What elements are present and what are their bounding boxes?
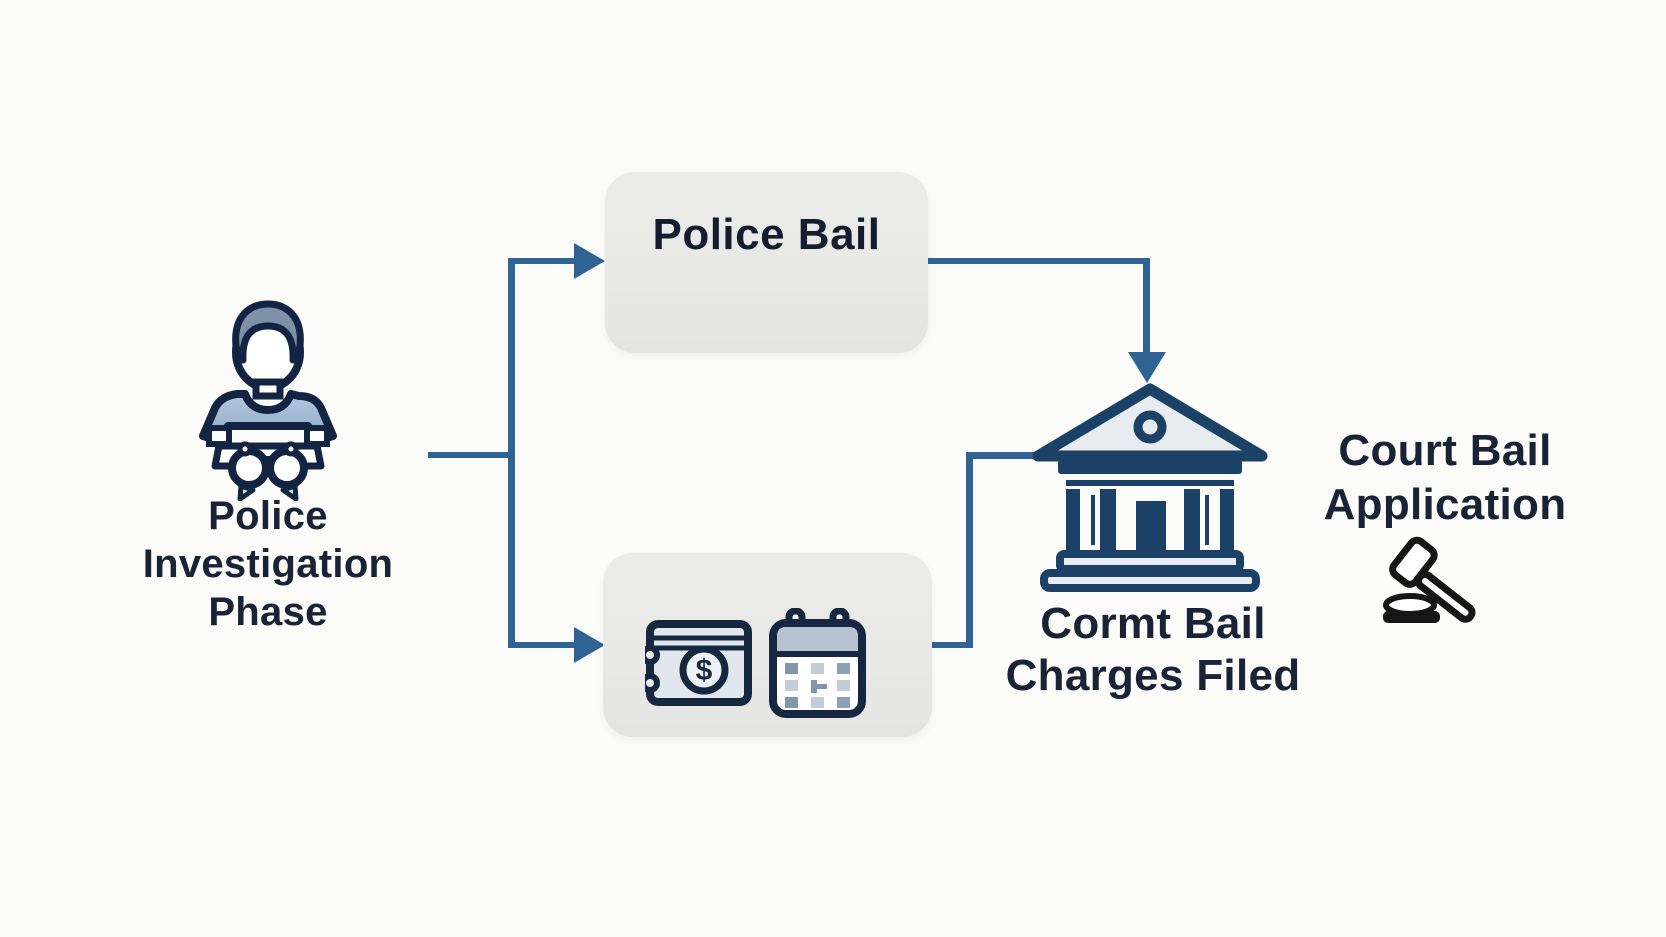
handcuff-left-ring (228, 447, 270, 489)
courthouse-flute-left (1091, 495, 1095, 545)
gavel-base (1383, 611, 1440, 623)
gavel-head (1389, 536, 1438, 588)
court-application-label: Court Bail Application (1295, 424, 1595, 532)
person-right-thumb (283, 441, 299, 457)
person-left-thumb (237, 441, 253, 457)
banknote-icon: $ (645, 620, 752, 706)
calendar-icon (769, 608, 866, 718)
person-neck (252, 378, 284, 400)
arrowhead-into-courthouse (1128, 352, 1166, 383)
courthouse-column (1100, 489, 1116, 551)
investigation-label-line1: Police (208, 494, 328, 538)
police-bail-label: Police Bail (652, 210, 881, 259)
banknote-notch-top (645, 645, 660, 665)
arrowhead-into-bail-terms (574, 627, 605, 663)
arrested-person-icon (199, 300, 337, 501)
connector-bail-terms-into-courthouse (966, 452, 1036, 459)
gavel-icon (1383, 536, 1476, 623)
connector-police-bail-down (1143, 258, 1150, 354)
calendar-cell (837, 697, 850, 708)
charges-filed-label: Cormt Bail Charges Filed (1003, 598, 1303, 702)
connector-police-bail-exit (928, 258, 1150, 264)
dollar-sign: $ (696, 654, 713, 687)
charges-label-line2: Charges Filed (1005, 651, 1301, 700)
courthouse-icon (1032, 383, 1268, 592)
courthouse-column (1184, 489, 1200, 551)
courthouse-pediment-window (1133, 410, 1167, 444)
connector-bail-terms-exit (932, 642, 970, 648)
calendar-header (777, 627, 858, 652)
courthouse-entablature (1058, 460, 1242, 474)
handcuff-key-left (237, 483, 256, 501)
calendar-cell-marker (811, 680, 827, 693)
application-label-line1: Court Bail (1338, 426, 1552, 475)
handcuff-right-ring (266, 447, 308, 489)
handcuff-key-right (280, 483, 299, 501)
arrowhead-into-police-bail (574, 243, 605, 279)
courthouse-architrave (1066, 480, 1234, 486)
calendar-cell (785, 680, 798, 691)
courthouse-door (1136, 501, 1166, 551)
calendar-cell (785, 697, 798, 708)
calendar-cell (811, 663, 824, 674)
connector-bottom-branch (508, 642, 576, 648)
connector-branch-vertical (508, 258, 515, 648)
application-label-line2: Application (1323, 480, 1567, 529)
bail-terms-node: $ (603, 553, 932, 737)
investigation-phase-label: Police Investigation Phase (118, 492, 418, 636)
courthouse-pilaster-left (1066, 489, 1080, 551)
courthouse-step-lower (1040, 569, 1260, 592)
calendar-cell (785, 663, 798, 674)
dollar-circle (679, 645, 729, 695)
calendar-cell (837, 680, 850, 691)
person-shirt (199, 390, 337, 447)
connector-bail-terms-vertical (966, 452, 973, 648)
calendar-cell (837, 663, 850, 674)
police-bail-node: Police Bail (605, 172, 928, 353)
person-right-cuff (304, 425, 330, 447)
person-left-cuff (206, 425, 232, 447)
connector-top-branch (508, 258, 576, 264)
connector-suspect-stub (428, 452, 512, 458)
calendar-cell (811, 697, 824, 708)
courthouse-step-upper (1056, 550, 1244, 573)
investigation-label-line3: Phase (208, 590, 328, 634)
person-hair (232, 300, 304, 364)
banknote-notch-bottom (645, 673, 660, 693)
courthouse-flute-right (1205, 495, 1209, 545)
courthouse-pilaster-right (1220, 489, 1234, 551)
charges-label-line1: Cormt Bail (1040, 599, 1266, 648)
investigation-label-line2: Investigation (142, 542, 394, 586)
